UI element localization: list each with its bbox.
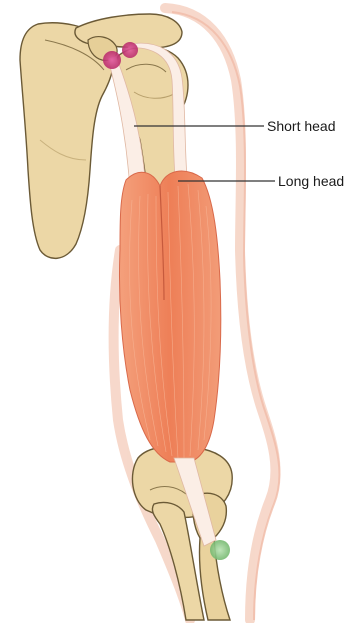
short-head-label: Short head	[267, 118, 336, 134]
long-head-label: Long head	[278, 173, 344, 189]
biceps-muscle	[119, 171, 220, 462]
insertion-marker	[210, 540, 230, 560]
